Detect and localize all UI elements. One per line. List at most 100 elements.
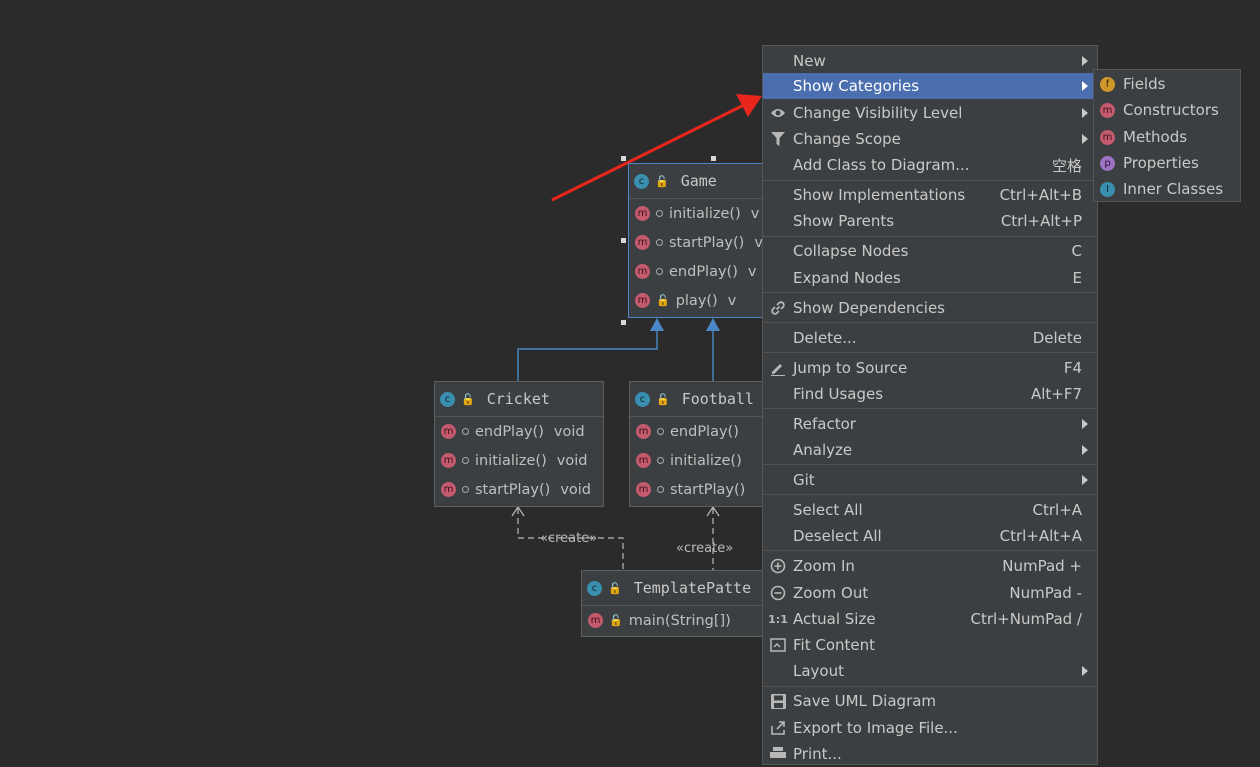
uml-diagram-canvas[interactable]: c 🔓 Game m initialize() v m startPlay() … (0, 0, 1260, 751)
selection-handle[interactable] (621, 238, 626, 243)
menu-item-show-categories[interactable]: Show Categories (763, 73, 1097, 99)
menu-item-fit-content[interactable]: Fit Content (763, 632, 1097, 658)
class-method-row[interactable]: m initialize() void (435, 446, 603, 475)
public-lock-icon: 🔓 (656, 294, 670, 307)
package-visibility-icon (656, 210, 663, 217)
menu-item-label: Deselect All (793, 527, 882, 545)
menu-item-label: Show Categories (793, 77, 920, 95)
class-cricket[interactable]: c 🔓 Cricket m endPlay() void m initializ… (434, 381, 604, 507)
menu-item-deselect-all[interactable]: Deselect All Ctrl+Alt+A (763, 523, 1097, 549)
method-icon: m (636, 453, 651, 468)
class-icon: c (634, 173, 649, 189)
menu-item-find-usages[interactable]: Find Usages Alt+F7 (763, 381, 1097, 407)
menu-separator (763, 352, 1097, 353)
selection-handle[interactable] (621, 320, 626, 325)
selection-handle[interactable] (621, 156, 626, 161)
method-name: endPlay() (475, 423, 544, 440)
package-visibility-icon (657, 428, 664, 435)
submenu-item-label: Inner Classes (1123, 180, 1224, 198)
export-icon (769, 719, 787, 737)
property-icon: p (1100, 155, 1115, 171)
class-method-row[interactable]: m startPlay() void (435, 475, 603, 504)
menu-item-shortcut: Ctrl+Alt+B (999, 186, 1082, 204)
class-header: c 🔓 Cricket (435, 382, 603, 417)
menu-item-shortcut: 空格 (1051, 156, 1082, 175)
fit-content-icon (769, 636, 787, 654)
runnable-class-icon: c (587, 580, 602, 596)
print-icon (769, 745, 787, 763)
class-method-row[interactable]: m endPlay() (630, 417, 778, 446)
pencil-icon (769, 359, 787, 377)
method-return-type: v (750, 205, 760, 222)
menu-item-change-visibility-level[interactable]: Change Visibility Level (763, 100, 1097, 126)
method-icon: m (636, 424, 651, 439)
menu-item-delete[interactable]: Delete... Delete (763, 325, 1097, 351)
class-method-row[interactable]: m endPlay() void (435, 417, 603, 446)
menu-item-zoom-out[interactable]: Zoom Out NumPad - (763, 580, 1097, 606)
menu-item-save-uml-diagram[interactable]: Save UML Diagram (763, 688, 1097, 714)
menu-item-actual-size[interactable]: 1:1 Actual Size Ctrl+NumPad / (763, 606, 1097, 632)
class-football[interactable]: c 🔓 Football m endPlay() m initialize() … (629, 381, 779, 507)
class-method-row[interactable]: m 🔓 main(String[]) (582, 606, 770, 635)
package-visibility-icon (462, 486, 469, 493)
method-name: startPlay() (670, 481, 746, 498)
menu-item-analyze[interactable]: Analyze (763, 437, 1097, 463)
menu-item-show-implementations[interactable]: Show Implementations Ctrl+Alt+B (763, 182, 1097, 208)
class-method-row[interactable]: m initialize() v (629, 199, 767, 228)
menu-item-jump-to-source[interactable]: Jump to Source F4 (763, 355, 1097, 381)
submenu-item-fields[interactable]: f Fields (1094, 71, 1240, 97)
menu-item-add-class-to-diagram[interactable]: Add Class to Diagram... 空格 (763, 152, 1097, 178)
class-game[interactable]: c 🔓 Game m initialize() v m startPlay() … (628, 163, 768, 318)
create-dependency-label: «create» (676, 541, 734, 556)
method-icon: m (441, 453, 456, 468)
menu-separator (763, 464, 1097, 465)
submenu-item-inner-classes[interactable]: I Inner Classes (1094, 176, 1240, 202)
menu-item-label: Select All (793, 501, 863, 519)
menu-item-print[interactable]: Print... (763, 741, 1097, 767)
class-method-row[interactable]: m startPlay() (630, 475, 778, 504)
menu-item-change-scope[interactable]: Change Scope (763, 126, 1097, 152)
submenu-item-constructors[interactable]: m Constructors (1094, 97, 1240, 123)
class-icon: c (440, 391, 455, 407)
class-method-row[interactable]: m initialize() (630, 446, 778, 475)
menu-separator (763, 550, 1097, 551)
class-method-row[interactable]: m 🔓 play() v (629, 286, 767, 315)
class-header: c 🔓 TemplatePatte (582, 571, 770, 606)
static-method-icon: m (588, 613, 603, 628)
menu-item-expand-nodes[interactable]: Expand Nodes E (763, 265, 1097, 291)
menu-item-layout[interactable]: Layout (763, 658, 1097, 684)
menu-item-label: Analyze (793, 441, 853, 459)
menu-item-label: Layout (793, 662, 844, 680)
menu-separator (763, 322, 1097, 323)
menu-item-select-all[interactable]: Select All Ctrl+A (763, 497, 1097, 523)
submenu-arrow-icon (1082, 134, 1088, 144)
class-method-row[interactable]: m startPlay() v (629, 228, 767, 257)
menu-item-new[interactable]: New (763, 48, 1097, 74)
method-name: startPlay() (475, 481, 551, 498)
menu-item-collapse-nodes[interactable]: Collapse Nodes C (763, 238, 1097, 264)
menu-item-zoom-in[interactable]: Zoom In NumPad + (763, 553, 1097, 579)
selection-handle[interactable] (711, 156, 716, 161)
public-lock-icon: 🔓 (608, 581, 622, 595)
menu-item-shortcut: NumPad + (1002, 557, 1082, 575)
package-visibility-icon (462, 428, 469, 435)
menu-item-label: Git (793, 471, 815, 489)
method-name: initialize() (669, 205, 741, 222)
menu-item-shortcut: F4 (1063, 359, 1082, 377)
class-template-pattern[interactable]: c 🔓 TemplatePatte m 🔓 main(String[]) (581, 570, 771, 637)
submenu-item-methods[interactable]: m Methods (1094, 124, 1240, 150)
zoom-out-icon (769, 584, 787, 602)
class-method-row[interactable]: m endPlay() v (629, 257, 767, 286)
submenu-item-properties[interactable]: p Properties (1094, 150, 1240, 176)
menu-item-label: Collapse Nodes (793, 242, 909, 260)
method-name: startPlay() (669, 234, 745, 251)
menu-item-show-dependencies[interactable]: Show Dependencies (763, 295, 1097, 321)
class-header: c 🔓 Football (630, 382, 778, 417)
menu-item-show-parents[interactable]: Show Parents Ctrl+Alt+P (763, 208, 1097, 234)
menu-item-export-to-image-file[interactable]: Export to Image File... (763, 715, 1097, 741)
package-visibility-icon (462, 457, 469, 464)
class-name: Football (681, 390, 754, 408)
menu-item-git[interactable]: Git (763, 467, 1097, 493)
public-lock-icon: 🔓 (655, 174, 669, 188)
menu-item-refactor[interactable]: Refactor (763, 411, 1097, 437)
